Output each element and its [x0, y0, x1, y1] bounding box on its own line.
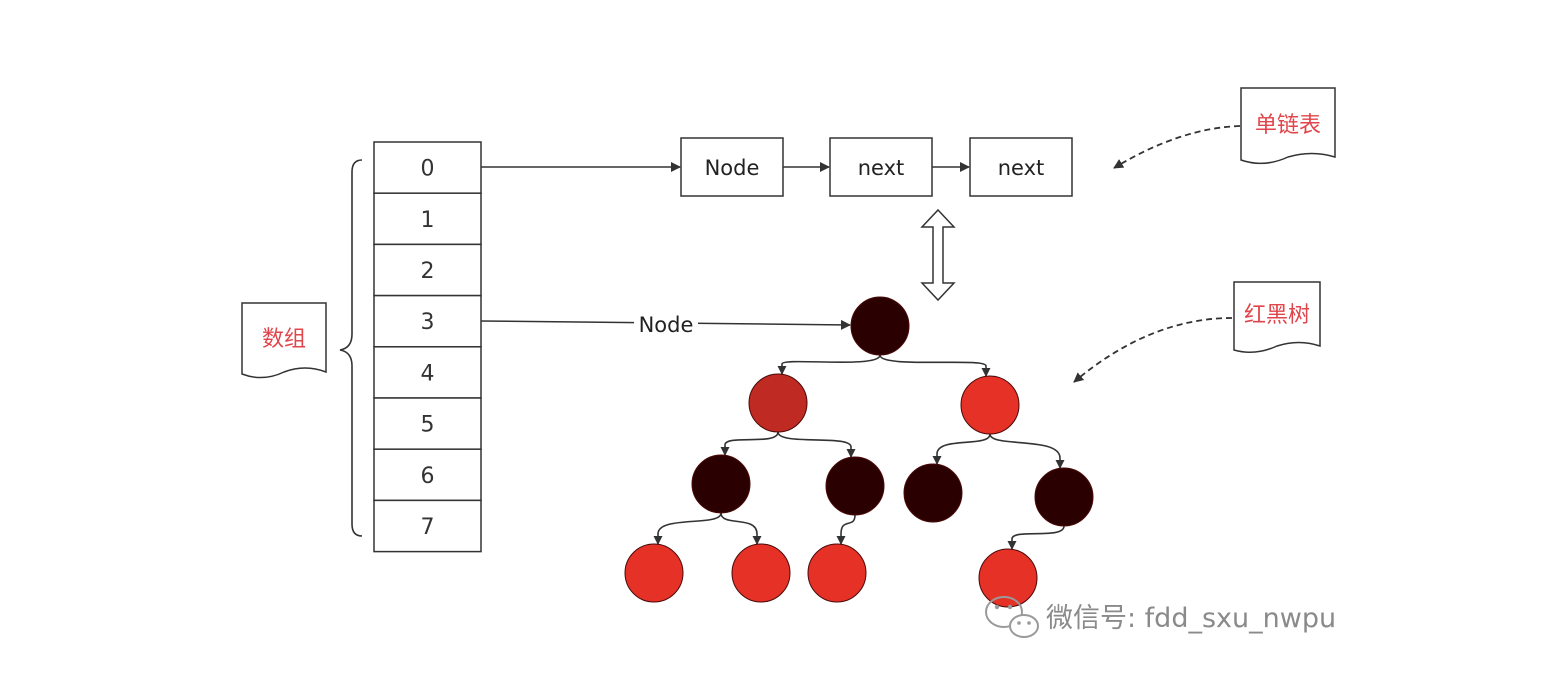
- tree-node-lr-black: [825, 456, 885, 516]
- linked-list-note: 单链表: [1240, 87, 1336, 165]
- tree-link-label: Node: [639, 313, 694, 337]
- tree-node-l-dark-red: [748, 373, 808, 433]
- tree-nodes: [624, 296, 1094, 608]
- tree-note: 红黑树: [1233, 281, 1321, 353]
- tree-label: 红黑树: [1244, 303, 1310, 328]
- tree-node-ll-black: [691, 454, 751, 514]
- tree-node-r-red: [960, 375, 1020, 435]
- tree-edge-root-l: [777, 354, 881, 375]
- array-cell-label: 4: [421, 361, 435, 386]
- tree-node-rr-black: [1034, 467, 1094, 527]
- tree-edge-r-rl: [932, 433, 991, 465]
- tree-edge-rr-rrl: [1007, 525, 1065, 550]
- tree-edge-root-r: [879, 354, 991, 377]
- tree-pointer: [1073, 317, 1233, 383]
- array-cell-label: 5: [421, 413, 435, 438]
- conversion-double-arrow: [920, 208, 956, 302]
- tree-edge-lr-lrl: [836, 514, 856, 545]
- watermark: 微信号: fdd_sxu_nwpu: [985, 596, 1336, 638]
- array-cell-label: 0: [421, 157, 435, 182]
- tree-edge-r-rr: [989, 433, 1065, 469]
- tree-link-label-bg: [634, 311, 698, 339]
- array-cell-label: 7: [421, 515, 435, 540]
- tree-edges: [653, 354, 1065, 550]
- tree-edge-l-lr: [777, 431, 856, 458]
- tree-edge-ll-llr: [720, 512, 762, 545]
- tree-node-rl-black: [903, 463, 963, 523]
- tree-node-lll-red: [624, 543, 684, 603]
- wechat-icon: [985, 596, 1039, 638]
- array-cell-label: 6: [421, 464, 435, 489]
- array-cell-0: 0: [373, 141, 482, 194]
- array-cell-7: 7: [373, 499, 482, 553]
- array-cell-label: 3: [421, 310, 435, 335]
- array-note: 数组: [241, 302, 327, 379]
- tree-edge-ll-lll: [653, 512, 722, 545]
- linked-list-node-0: Node: [680, 137, 784, 197]
- array-cell-label: 1: [421, 208, 435, 233]
- array-brace: [339, 159, 363, 537]
- linked-list-pointer: [1113, 125, 1241, 169]
- tree-edge-l-ll: [720, 431, 779, 456]
- array-cells: 0 1 2 3 4 5 6 7: [373, 141, 482, 553]
- linked-list-node-1: next: [829, 137, 933, 197]
- svg-text:next: next: [858, 156, 905, 180]
- linked-list-node-2: next: [969, 137, 1073, 197]
- array-cell-5: 5: [373, 397, 482, 450]
- watermark-text: 微信号: fdd_sxu_nwpu: [1046, 603, 1336, 634]
- tree-node-llr-red: [731, 543, 791, 603]
- array-cell-4: 4: [373, 346, 482, 399]
- array-label: 数组: [262, 327, 306, 352]
- array-cell-2: 2: [373, 243, 482, 297]
- linked-list-label: 单链表: [1255, 113, 1321, 138]
- tree-node-root-black: [850, 296, 910, 356]
- svg-text:next: next: [998, 156, 1045, 180]
- array-cell-3: 3: [373, 294, 482, 348]
- svg-text:Node: Node: [705, 156, 760, 180]
- array-cell-label: 2: [421, 259, 435, 284]
- array-cell-1: 1: [373, 192, 482, 246]
- array-cell-6: 6: [373, 448, 482, 502]
- tree-node-lrl-red: [807, 543, 867, 603]
